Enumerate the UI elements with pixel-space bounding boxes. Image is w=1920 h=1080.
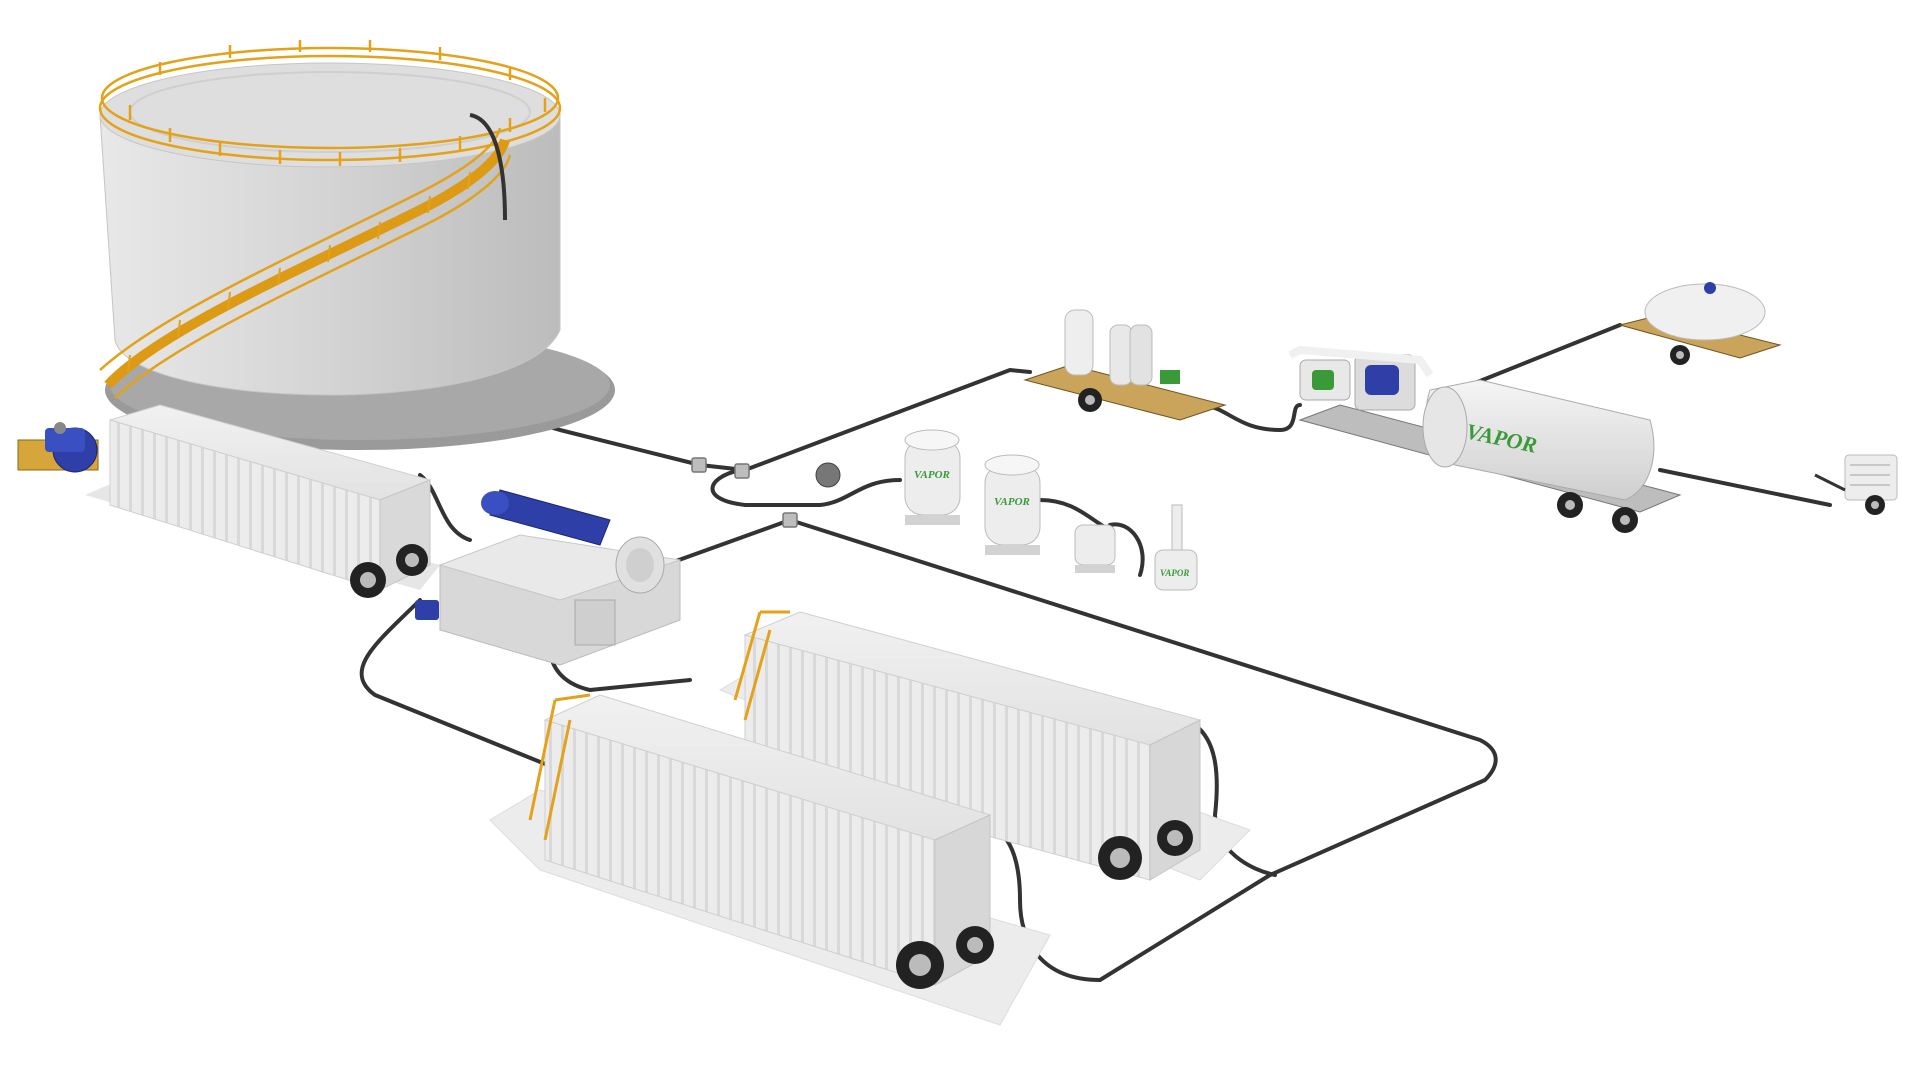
tank-drain-hose (469, 113, 507, 221)
hose-fractank-pair-right (1193, 723, 1277, 877)
hose-vacuum-to-propane (1468, 323, 1622, 387)
hose-vacuum-to-generator (1658, 468, 1832, 507)
separator-vessel-1: VAPOR (904, 429, 961, 525)
rear-tank-stairs (733, 610, 790, 721)
knockout-pot-1 (1074, 524, 1116, 573)
tee-fitting-1 (691, 457, 707, 473)
blower-motor (1365, 365, 1399, 395)
vacuum-piping (1288, 345, 1434, 378)
knockout-brand: VAPOR (1160, 568, 1189, 578)
front-tank-stairs (528, 693, 591, 841)
frac-tank (85, 404, 440, 598)
spiral-staircase (99, 127, 512, 399)
separator-brand-2: VAPOR (994, 496, 1030, 508)
hose-loop-lower (359, 598, 562, 772)
vacuum-tank-head (1422, 386, 1468, 468)
propane-valve (1704, 282, 1716, 294)
hose-filter-to-vacuum (1203, 403, 1302, 432)
separator-brand-1: VAPOR (914, 469, 950, 481)
hose-knockout-run (1108, 522, 1145, 577)
tank-roof-railing (98, 40, 562, 166)
hose-manifold-to-separator (710, 468, 902, 507)
generator-hitch (1814, 473, 1846, 492)
manifold-fittings (691, 457, 798, 528)
propane-tank-trailer (1618, 282, 1782, 365)
storage-tank (98, 40, 615, 450)
generator-trailer (1814, 454, 1898, 515)
transfer-pump (17, 422, 99, 473)
hose-decanter-to-manifold (663, 518, 1498, 877)
filter-trailer-deck (1023, 364, 1227, 421)
propane-tank-body (1644, 283, 1766, 341)
decanter-centrifuge (415, 489, 681, 666)
separator-vessels: VAPOR VAPOR VAPOR (815, 429, 1198, 591)
tee-fitting-2 (734, 463, 750, 479)
feed-pump (415, 600, 439, 620)
vacuum-trailer: VAPOR (1288, 345, 1682, 533)
filter-trailer (1023, 309, 1227, 421)
valve-fitting (815, 462, 841, 488)
hose-manifold-to-filter-trailer (698, 368, 1032, 472)
filter-vessel-3 (1129, 324, 1153, 386)
filter-vessel-1 (1064, 309, 1094, 376)
filter-vessel-2 (1109, 324, 1133, 386)
decanter-bowl (489, 489, 611, 546)
knockout-pot-2: VAPOR (1154, 504, 1198, 591)
tee-fitting-3 (782, 512, 798, 528)
frac-tank-pair (489, 610, 1251, 1026)
separator-vessel-2: VAPOR (984, 454, 1041, 555)
generator-enclosure (1844, 454, 1898, 501)
